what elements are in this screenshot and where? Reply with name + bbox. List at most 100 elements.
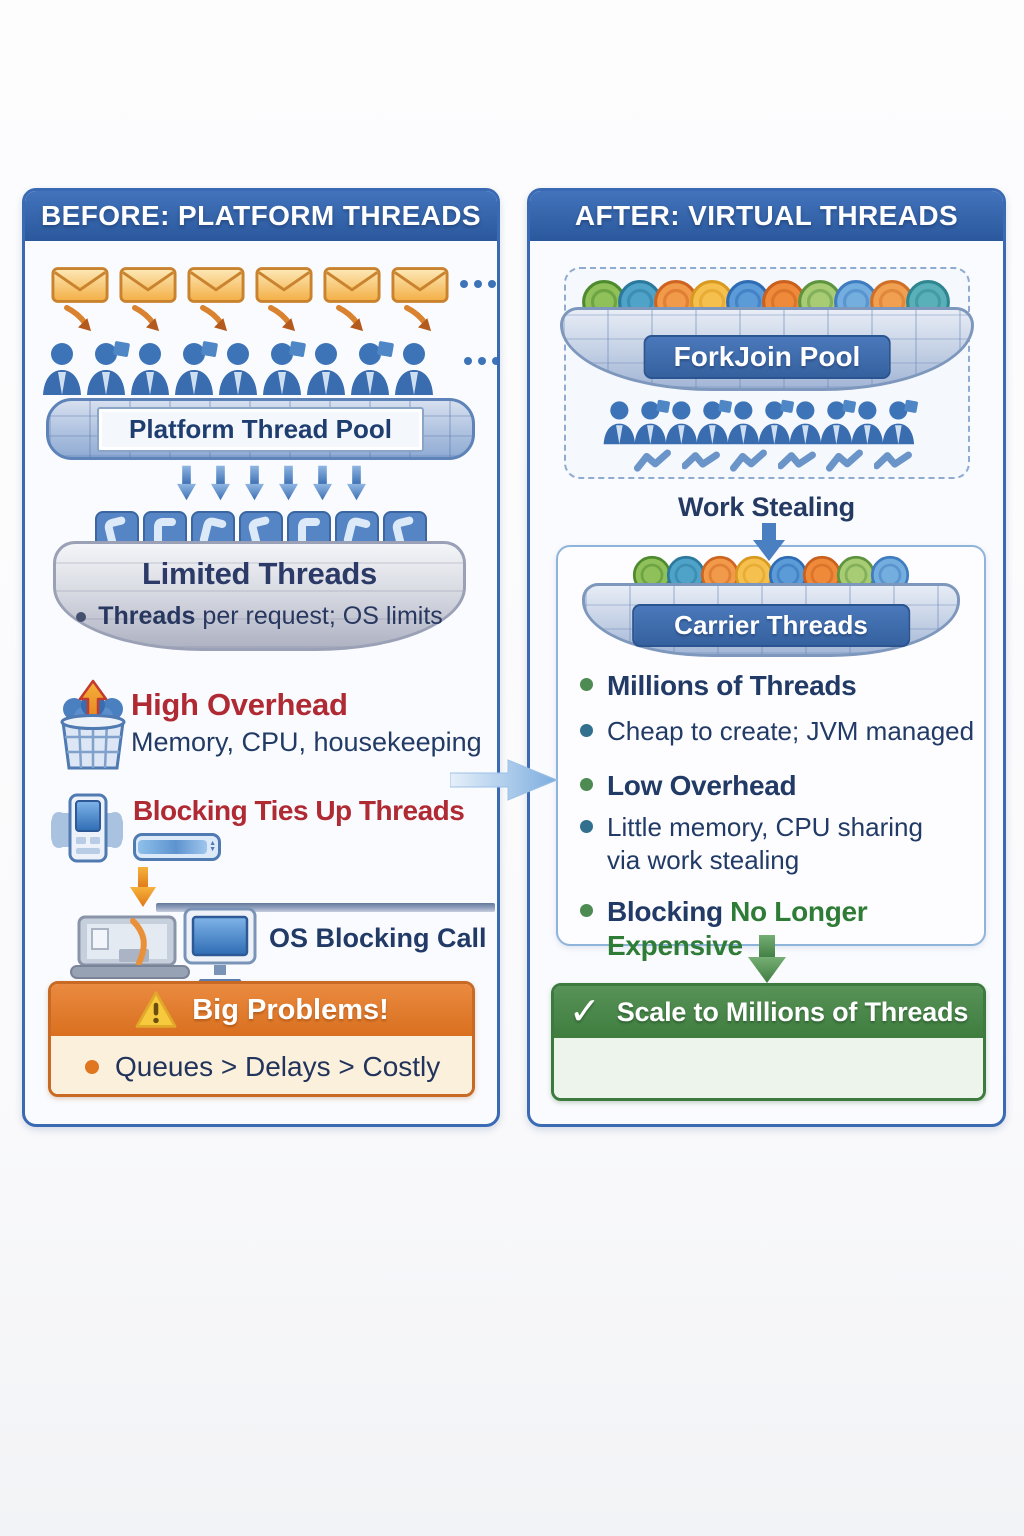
before-to-after-arrow-icon xyxy=(450,757,560,803)
forkjoin-pool-label: ForkJoin Pool xyxy=(643,335,891,379)
little-memory-line2: via work stealing xyxy=(607,845,800,875)
workItem-icon xyxy=(730,449,768,473)
work-stealing-label: Work Stealing xyxy=(678,492,855,522)
workItem-icon xyxy=(634,449,672,473)
envelope-icon xyxy=(187,266,245,304)
incoming-arrow-row xyxy=(63,305,433,333)
person-icon xyxy=(41,341,87,395)
big-problems-body: Queues > Delays > Costly xyxy=(51,1036,472,1094)
big-problems-bullet: Queues > Delays > Costly xyxy=(115,1050,441,1082)
swoosh-icon xyxy=(267,305,297,333)
millions-of-threads-text: Millions of Threads xyxy=(607,670,857,701)
stepper-arrows-icon: ▲▼ xyxy=(209,840,216,853)
downBlue-icon xyxy=(279,465,298,501)
limited-threads-bowl: Limited Threads Threads per request; OS … xyxy=(53,541,466,651)
worker-row xyxy=(41,341,439,395)
limited-threads-bullet: Threads per request; OS limits xyxy=(56,602,463,631)
downBlue-icon xyxy=(245,465,264,501)
person-icon xyxy=(85,341,131,395)
os-divider-bar xyxy=(156,903,495,912)
envelope-icon xyxy=(51,266,109,304)
scale-card-body xyxy=(554,1038,983,1098)
limited-threads-title: Limited Threads xyxy=(142,556,377,591)
bullet-dot-teal xyxy=(580,724,593,737)
cheap-to-create-text: Cheap to create; JVM managed xyxy=(607,716,975,746)
check-icon: ✓ xyxy=(568,991,601,1033)
platform-thread-pool: Platform Thread Pool xyxy=(46,398,475,460)
monitor-icon xyxy=(183,907,257,987)
person-icon xyxy=(788,399,826,445)
swoosh-icon xyxy=(335,305,365,333)
little-memory-line1: Little memory, CPU sharing xyxy=(607,812,923,842)
dispatch-arrow-row xyxy=(177,465,366,501)
bullet-cheap: Cheap to create; JVM managed xyxy=(580,715,974,748)
warning-icon xyxy=(134,990,178,1030)
bullet-dot-green xyxy=(580,904,593,917)
bullet-low-overhead: Low Overhead xyxy=(580,769,797,802)
carrier-threads-label: Carrier Threads xyxy=(632,604,910,647)
blocking-device-icon xyxy=(47,791,127,867)
limited-bullet-rest: per request; OS limits xyxy=(195,602,443,630)
bullet-blocking: Blocking No Longer Expensive xyxy=(580,895,984,963)
person-icon xyxy=(349,341,395,395)
person-icon xyxy=(602,399,640,445)
envelope-icon xyxy=(323,266,381,304)
scale-card: ✓ Scale to Millions of Threads xyxy=(551,983,986,1101)
person-icon xyxy=(393,341,439,395)
high-overhead-subtitle: Memory, CPU, housekeeping xyxy=(131,727,482,757)
down-arrow-blue-icon xyxy=(751,523,787,561)
envelope-icon xyxy=(119,266,177,304)
bullet-dot-green xyxy=(580,678,593,691)
virtual-benefits-card: Carrier Threads Millions of Threads Chea… xyxy=(556,545,986,961)
down-arrow-green-icon xyxy=(746,935,788,983)
person-icon xyxy=(819,399,857,445)
person-icon xyxy=(261,341,307,395)
overhead-basket-icon xyxy=(51,678,135,770)
bullet-millions: Millions of Threads xyxy=(580,669,857,702)
person-icon xyxy=(695,399,733,445)
swoosh-icon xyxy=(131,305,161,333)
carrier-threads-bowl: Carrier Threads xyxy=(582,583,960,657)
bullet-little-memory: Little memory, CPU sharing via work stea… xyxy=(580,811,923,877)
swoosh-icon xyxy=(199,305,229,333)
scale-card-header: ✓ Scale to Millions of Threads xyxy=(554,986,983,1038)
down-arrow-orange-icon xyxy=(129,867,157,907)
big-problems-header: Big Problems! xyxy=(51,984,472,1036)
scale-title: Scale to Millions of Threads xyxy=(616,996,969,1027)
person-icon xyxy=(850,399,888,445)
person-icon xyxy=(217,341,263,395)
person-icon xyxy=(129,341,175,395)
high-overhead-title: High Overhead xyxy=(131,687,348,722)
work-item-row xyxy=(634,449,912,473)
downBlue-icon xyxy=(211,465,230,501)
big-problems-card: Big Problems! Queues > Delays > Costly xyxy=(48,981,475,1097)
bar-fill xyxy=(138,840,208,854)
blocking-bold-text: Blocking xyxy=(607,896,723,927)
bullet-dot-green xyxy=(580,778,593,791)
before-panel-header: BEFORE: PLATFORM THREADS xyxy=(25,191,497,241)
blocking-title: Blocking Ties Up Threads xyxy=(133,795,465,826)
person-icon xyxy=(664,399,702,445)
carrier-worker-row xyxy=(602,399,919,445)
after-panel: AFTER: VIRTUAL THREADS ForkJoin Pool Wor… xyxy=(527,188,1006,1127)
ellipsis-icon xyxy=(461,357,497,365)
workItem-icon xyxy=(826,449,864,473)
downBlue-icon xyxy=(347,465,366,501)
workItem-icon xyxy=(778,449,816,473)
downBlue-icon xyxy=(177,465,196,501)
blocking-green-text: No Longer Expensive xyxy=(607,896,868,961)
forkjoin-bowl: ForkJoin Pool xyxy=(560,307,974,391)
before-panel-title: BEFORE: PLATFORM THREADS xyxy=(41,200,481,231)
workItem-icon xyxy=(874,449,912,473)
low-overhead-text: Low Overhead xyxy=(607,770,797,801)
limited-bullet-bold: Threads xyxy=(98,602,196,630)
platform-thread-pool-label: Platform Thread Pool xyxy=(97,406,424,452)
swoosh-icon xyxy=(63,305,93,333)
bullet-dot xyxy=(85,1059,99,1074)
before-panel: BEFORE: PLATFORM THREADS Platform Thread… xyxy=(22,188,500,1127)
person-icon xyxy=(757,399,795,445)
swoosh-icon xyxy=(403,305,433,333)
after-panel-title: AFTER: VIRTUAL THREADS xyxy=(574,200,959,231)
person-icon xyxy=(726,399,764,445)
